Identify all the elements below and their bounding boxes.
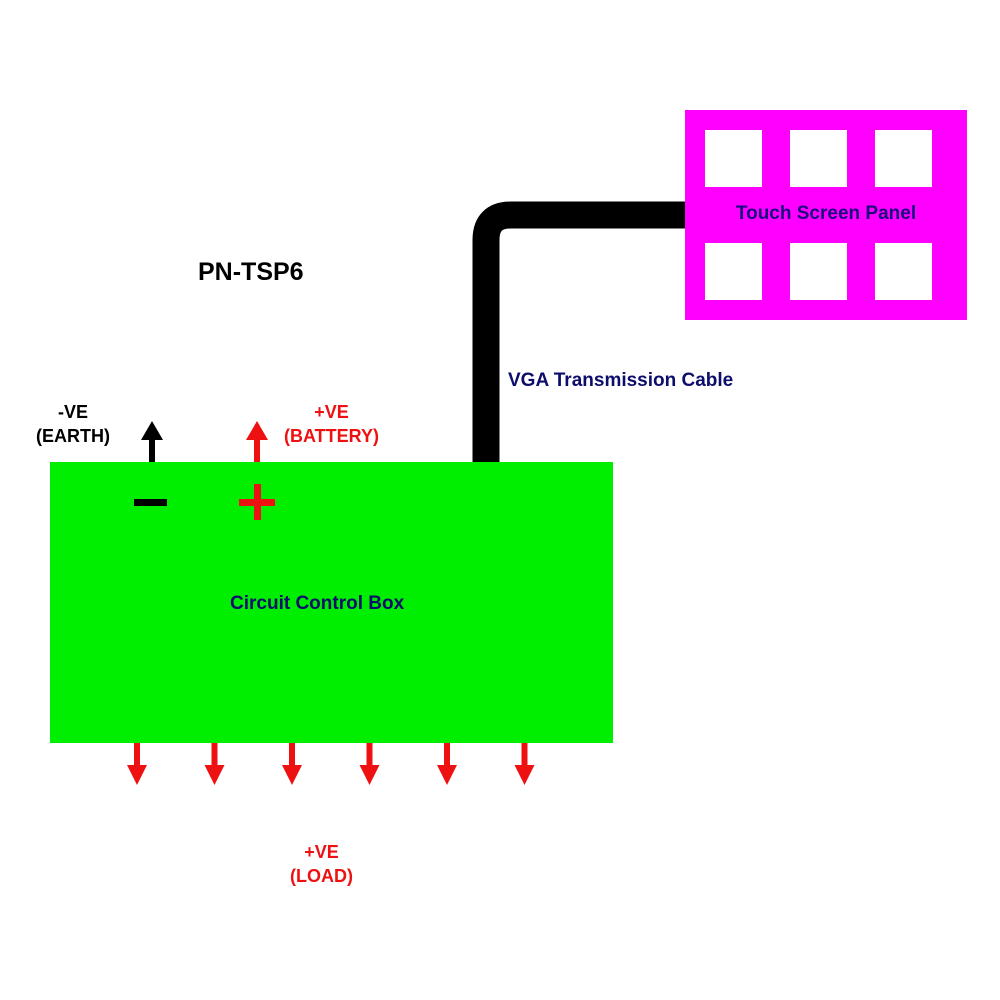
earth-arrow [141, 421, 163, 462]
diagram-title: PN-TSP6 [198, 258, 304, 286]
load-label: +VE (LOAD) [290, 840, 353, 888]
circuit-control-box: Circuit Control Box [50, 462, 613, 743]
touch-panel-label: Touch Screen Panel [735, 203, 917, 224]
panel-button-5 [790, 243, 847, 300]
battery-label-line2: (BATTERY) [284, 426, 379, 446]
panel-button-3 [875, 130, 932, 187]
load-arrow-3 [282, 743, 302, 785]
battery-label: +VE (BATTERY) [284, 400, 379, 448]
plus-icon-vertical [254, 484, 261, 520]
earth-label-line1: -VE [57, 402, 88, 422]
load-label-line1: +VE [304, 842, 339, 862]
vga-cable [472, 201, 690, 462]
panel-button-6 [875, 243, 932, 300]
load-arrow-4 [359, 743, 380, 785]
panel-button-4 [705, 243, 762, 300]
load-arrows [127, 743, 535, 785]
touch-screen-panel: Touch Screen Panel [685, 110, 967, 320]
minus-icon [134, 499, 167, 506]
cable-label: VGA Transmission Cable [508, 370, 734, 391]
load-arrow-5 [437, 743, 457, 785]
load-label-line2: (LOAD) [290, 866, 353, 886]
panel-button-2 [790, 130, 847, 187]
control-box-label: Circuit Control Box [230, 593, 405, 614]
battery-arrow [246, 421, 268, 462]
load-arrow-2 [204, 743, 225, 785]
battery-label-line1: +VE [314, 402, 349, 422]
load-arrow-6 [514, 743, 535, 785]
earth-label-line2: (EARTH) [36, 426, 110, 446]
load-arrow-1 [127, 743, 147, 785]
panel-button-1 [705, 130, 762, 187]
earth-label: -VE (EARTH) [36, 400, 110, 448]
